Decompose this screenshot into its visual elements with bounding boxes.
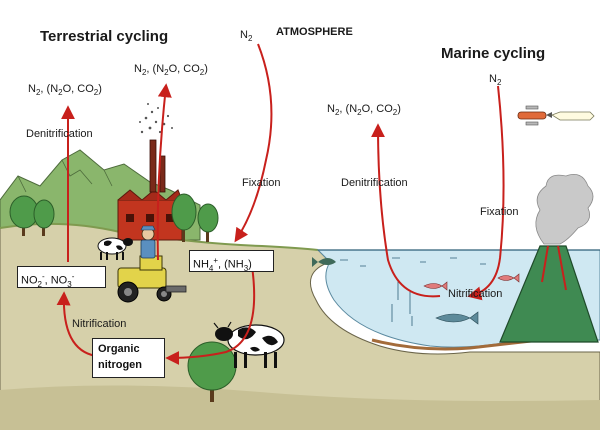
label-marine-denitrification: Denitrification <box>341 177 408 189</box>
arrow-marine-fixation <box>467 85 505 301</box>
volcano-icon <box>499 245 599 343</box>
box-ammonium: NH4+, (NH3) <box>189 250 274 273</box>
label-marine-nitrification: Nitrification <box>448 288 502 300</box>
arrow-marine-denitrification <box>371 123 441 298</box>
arrow-to-organic <box>165 265 256 365</box>
box-organic-nitrogen: Organic nitrogen <box>92 338 165 378</box>
factory-smoke <box>139 103 173 134</box>
box-nitrite-nitrate: NO2-, NO3- <box>17 266 106 289</box>
tree-icon <box>9 193 237 402</box>
airplane-icon <box>517 105 552 126</box>
mountain-ridge <box>17 159 113 193</box>
tractor-icon <box>117 255 187 303</box>
arrow-field-release <box>156 83 172 261</box>
fish-icon <box>312 257 520 325</box>
title-terrestrial: Terrestrial cycling <box>40 28 168 45</box>
volcano-lava <box>541 245 567 291</box>
label-gases-marine: N2, (N2O, CO2) <box>327 103 401 117</box>
label-marine-fixation: Fixation <box>480 206 519 218</box>
arrow-terrestrial-fixation <box>234 43 273 243</box>
arrow-nitrification <box>56 291 97 357</box>
volcano-plume <box>535 173 594 245</box>
farmer-icon <box>140 225 156 259</box>
sea-ripples <box>340 257 486 326</box>
label-gases-terrestrial-right: N2, (N2O, CO2) <box>134 63 208 77</box>
banner-icon <box>551 111 595 121</box>
label-atmosphere: ATMOSPHERE <box>276 26 353 38</box>
label-terrestrial-denitrification: Denitrification <box>26 128 93 140</box>
cow-icon <box>97 237 133 260</box>
label-terrestrial-nitrification: Nitrification <box>72 318 126 330</box>
label-n2-marine: N2 <box>489 73 502 87</box>
land-lower <box>0 385 600 430</box>
title-marine: Marine cycling <box>441 45 545 62</box>
label-gases-terrestrial-left: N2, (N2O, CO2) <box>28 83 102 97</box>
sea-floor <box>371 338 541 351</box>
label-n2-atmosphere: N2 <box>240 29 253 43</box>
label-terrestrial-fixation: Fixation <box>242 177 281 189</box>
cow-icon-large <box>213 321 285 368</box>
